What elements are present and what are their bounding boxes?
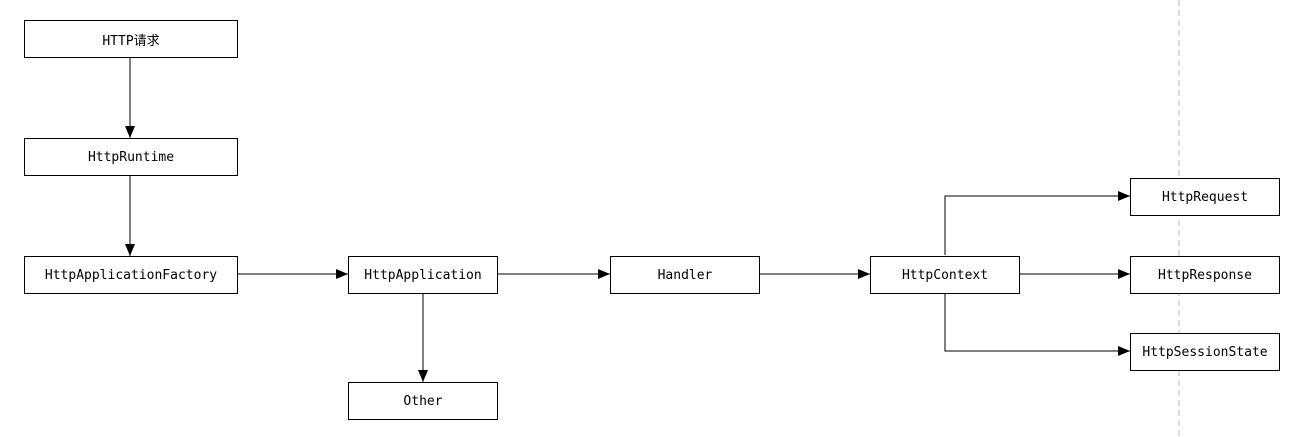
node-http-context: HttpContext <box>870 256 1020 294</box>
edge-context-to-session <box>944 293 1130 356</box>
edge-context-to-request <box>944 191 1130 255</box>
node-http-runtime: HttpRuntime <box>24 138 238 176</box>
node-http-application-factory: HttpApplicationFactory <box>24 256 238 294</box>
node-http-application: HttpApplication <box>348 256 498 294</box>
node-handler: Handler <box>610 256 760 294</box>
node-http-session-state: HttpSessionState <box>1130 333 1280 371</box>
node-http-request: HTTP请求 <box>24 20 238 58</box>
node-http-request-object: HttpRequest <box>1130 178 1280 216</box>
node-http-response: HttpResponse <box>1130 256 1280 294</box>
node-other: Other <box>348 382 498 420</box>
